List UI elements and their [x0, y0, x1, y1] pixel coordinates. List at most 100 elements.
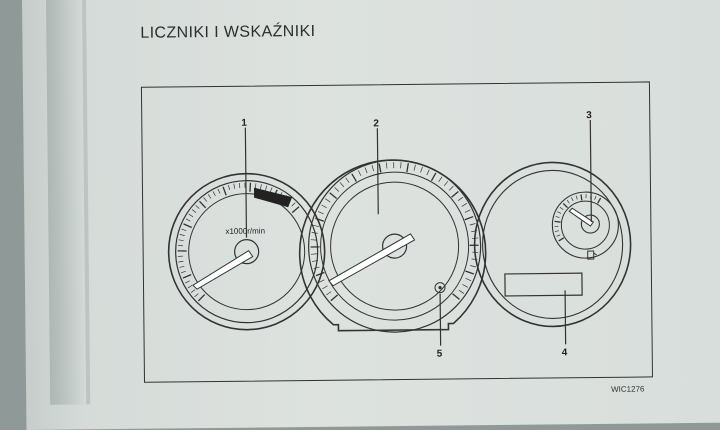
- dial-tick: [181, 271, 186, 273]
- dial-tick: [372, 165, 374, 171]
- dial-tick: [311, 240, 317, 241]
- dial-tick: [462, 203, 467, 206]
- tachometer-redline: [254, 187, 292, 207]
- callout-lines: [245, 120, 592, 348]
- speedometer-gauge: [299, 159, 487, 333]
- dial-tick: [318, 211, 323, 214]
- dial-tick: [555, 221, 561, 222]
- dial-tick: [466, 278, 471, 281]
- dial-tick: [453, 294, 460, 300]
- dial-tick: [250, 183, 251, 192]
- dial-tick: [265, 186, 267, 191]
- dial-tick: [195, 294, 199, 297]
- callout-5: 5: [437, 349, 443, 360]
- dial-tick: [189, 214, 193, 217]
- dial-tick: [181, 229, 186, 231]
- dial-tick: [325, 199, 330, 202]
- dial-tick: [407, 163, 409, 172]
- dial-tick: [595, 196, 596, 200]
- dial-tick: [270, 188, 272, 193]
- dial-tick: [581, 194, 582, 200]
- dial-tick: [315, 218, 323, 221]
- dial-tick: [340, 182, 344, 187]
- dial-tick: [431, 173, 436, 181]
- dial-tick: [557, 212, 561, 214]
- dial-tick: [598, 198, 601, 203]
- dial-tick: [223, 187, 226, 196]
- dial-tick: [198, 295, 204, 301]
- dial-tick: [365, 167, 367, 173]
- dial-tick: [576, 196, 577, 200]
- section-heading: LICZNIKI I WSKAŹNIKI: [140, 23, 315, 43]
- dial-tick: [179, 266, 184, 267]
- trip-reset-knob-center: [438, 286, 441, 289]
- dial-tick: [444, 181, 448, 186]
- dial-tick: [200, 201, 206, 208]
- dial-tick: [470, 265, 476, 267]
- callout-2: 2: [373, 118, 379, 129]
- dial-tick: [556, 235, 560, 236]
- dial-tick: [311, 254, 317, 255]
- dial-tick: [459, 290, 464, 293]
- tachometer-unit-label: x1000r/min: [225, 226, 265, 235]
- dial-tick: [401, 162, 402, 168]
- dial-tick: [208, 194, 211, 198]
- dial-tick: [563, 203, 567, 207]
- dial-tick: [559, 238, 564, 241]
- dial-tick: [218, 189, 220, 194]
- dial-tick: [556, 216, 560, 217]
- dial-tick: [234, 184, 235, 189]
- dial-tick: [313, 225, 319, 227]
- instrument-cluster-diagram: x1000r/min: [141, 81, 653, 382]
- fuel-gauge-dial: [552, 192, 619, 259]
- dial-tick: [188, 285, 192, 288]
- dial-tick: [213, 191, 215, 195]
- dial-tick: [465, 217, 473, 220]
- dial-tick: [292, 203, 296, 207]
- dial-tick: [386, 163, 387, 169]
- dial-tick: [322, 286, 327, 289]
- dial-tick: [228, 185, 229, 190]
- callout-3: 3: [586, 110, 592, 121]
- dial-tick: [414, 165, 416, 171]
- dial-tick: [192, 209, 196, 212]
- dial-tick: [379, 164, 381, 173]
- dial-tick: [179, 240, 184, 241]
- dial-tick: [321, 205, 326, 208]
- dial-tick: [463, 284, 468, 287]
- dial-tick: [449, 186, 453, 190]
- dial-tick: [567, 200, 569, 203]
- dial-tick: [439, 177, 442, 182]
- dial-tick: [178, 245, 183, 246]
- dial-tick: [180, 234, 185, 235]
- callout-1: 1: [241, 118, 247, 129]
- dial-tick: [458, 197, 463, 200]
- dial-tick: [331, 295, 338, 301]
- dial-tick: [314, 267, 320, 269]
- dial-tick: [186, 219, 190, 221]
- manual-page: LICZNIKI I WSKAŹNIKI x1000r/min: [22, 0, 720, 430]
- fuel-gauge-cluster: [474, 162, 632, 328]
- dial-tick: [560, 207, 563, 209]
- dial-tick: [352, 174, 357, 182]
- dial-tick: [451, 191, 458, 197]
- dial-tick: [326, 292, 331, 295]
- callout-4: 4: [562, 347, 568, 358]
- dial-tick: [191, 290, 195, 293]
- tachometer-needle: [193, 251, 253, 290]
- dial-tick: [260, 184, 261, 189]
- dial-tick: [184, 224, 192, 228]
- dial-tick: [185, 281, 189, 283]
- dial-tick: [420, 167, 422, 173]
- odometer-display: [505, 273, 582, 296]
- dial-tick: [470, 224, 476, 226]
- dial-tick: [239, 183, 240, 188]
- dial-tick: [358, 170, 361, 175]
- dial-tick: [292, 207, 299, 213]
- dial-tick: [465, 210, 470, 213]
- dial-tick: [178, 261, 183, 262]
- dial-tick: [204, 198, 207, 202]
- dial-tick: [255, 183, 256, 188]
- dial-tick: [196, 205, 200, 208]
- dial-tick: [335, 187, 339, 191]
